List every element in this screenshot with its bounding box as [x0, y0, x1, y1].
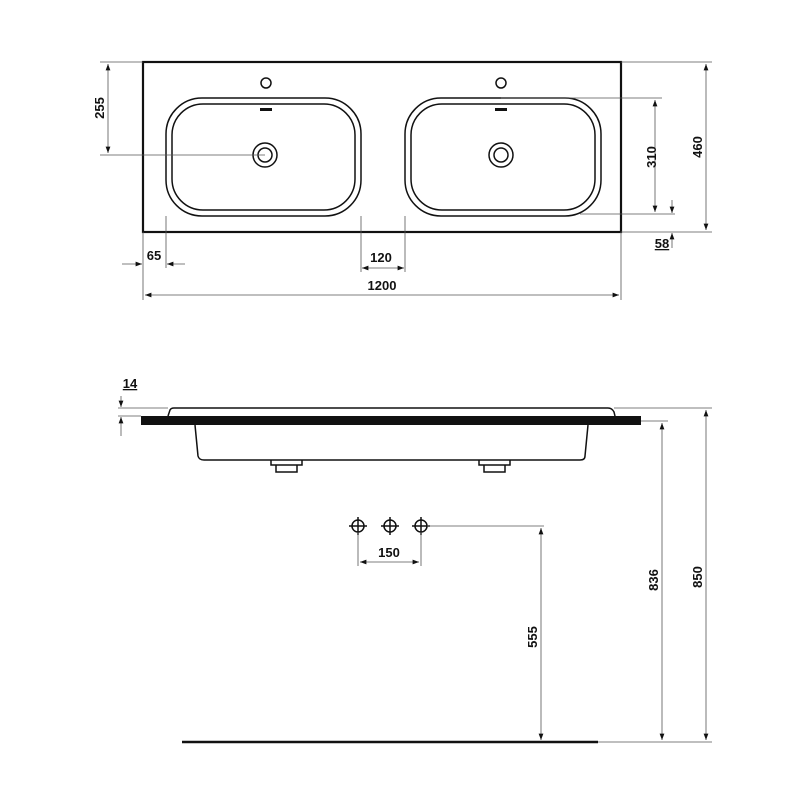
basin-body: [194, 424, 589, 461]
dim-850: 850: [690, 566, 705, 588]
dim-1200: 1200: [368, 278, 397, 293]
dim-65: 65: [147, 248, 161, 263]
dim-555: 555: [525, 626, 540, 648]
tap-hole-icon: [260, 77, 272, 89]
dim-255: 255: [92, 97, 107, 119]
dim-150: 150: [378, 545, 400, 560]
overflow-slot: [495, 108, 507, 111]
drain-foot: [478, 460, 511, 473]
dim-120: 120: [370, 250, 392, 265]
basin-right: [404, 77, 602, 217]
tap-hole-icon: [495, 77, 507, 89]
drain-icon: [488, 142, 514, 168]
top-view: 255 310 460 58 65 120 1200: [92, 60, 712, 300]
dim-460: 460: [690, 136, 705, 158]
countertop-outline: [141, 60, 623, 234]
dim-836: 836: [646, 569, 661, 591]
rim: [167, 407, 616, 417]
overflow-slot: [260, 108, 272, 111]
side-view: 14 150 555 836 850: [118, 376, 712, 744]
countertop-slab: [141, 416, 641, 425]
dim-58: 58: [655, 236, 669, 251]
valve-icons: [349, 517, 430, 535]
drain-foot: [270, 460, 303, 473]
basin-left: [165, 77, 362, 217]
dim-14: 14: [123, 376, 138, 391]
dim-310: 310: [644, 146, 659, 168]
